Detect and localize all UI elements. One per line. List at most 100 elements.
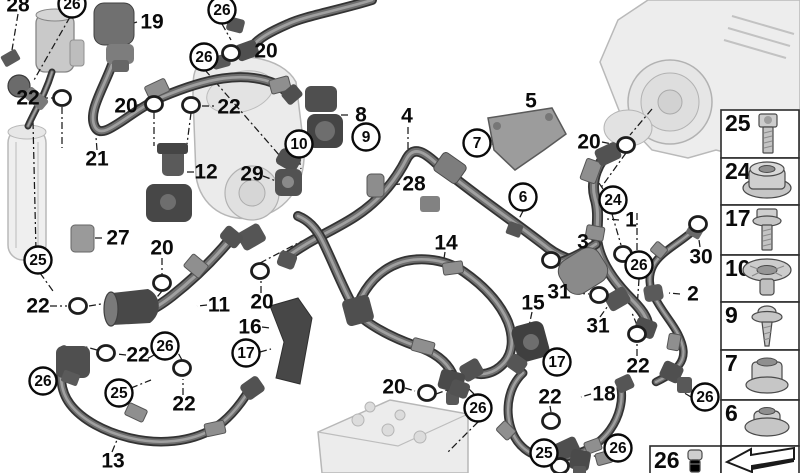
callout-circle[interactable] [28,366,58,396]
callout-circled-7[interactable]: 7 [462,128,492,158]
callout-circled-26[interactable]: 26 [603,433,633,463]
part [506,353,528,375]
parts-table-box-arrow[interactable] [720,445,800,473]
callout-circle[interactable] [462,128,492,158]
callout-circle[interactable] [104,378,134,408]
callout-circled-25[interactable]: 25 [104,378,134,408]
parts-table-box-17[interactable]: 17 [720,204,800,256]
callout-label-20[interactable]: 20 [577,131,600,154]
callout-label-18[interactable]: 18 [592,383,616,406]
leader-line [196,304,208,307]
callout-label-31[interactable]: 31 [547,281,571,304]
callout-circled-10[interactable]: 10 [284,129,314,159]
callout-label-27[interactable]: 27 [106,227,129,250]
hose-collar [268,75,292,95]
callout-circle[interactable] [351,122,381,152]
callout-circle[interactable] [150,331,180,361]
parts-table-box-9[interactable]: 9 [720,301,800,351]
callout-circled-26[interactable]: 26 [463,393,493,423]
callout-circled-26[interactable]: 26 [207,0,237,25]
callout-circled-9[interactable]: 9 [351,122,381,152]
washer-screw-icon [751,310,783,324]
callout-circled-24[interactable]: 24 [598,185,628,215]
callout-circle[interactable] [542,347,572,377]
callout-circled-25[interactable]: 25 [23,245,53,275]
callout-circled-26[interactable]: 26 [690,382,720,412]
parts-table-box-6[interactable]: 6 [720,399,800,447]
leader-line [95,136,98,151]
callout-circled-17[interactable]: 17 [542,347,572,377]
callout-circle[interactable] [603,433,633,463]
callout-circle[interactable] [529,438,559,468]
callout-circle[interactable] [690,382,720,412]
valve-stem [23,87,49,110]
callout-label-28[interactable]: 28 [6,0,30,17]
callout-label-20[interactable]: 20 [382,376,405,399]
o-ring [96,344,116,362]
callout-label-16[interactable]: 16 [238,316,261,339]
callout-circle[interactable] [463,393,493,423]
callout-label-22[interactable]: 22 [538,386,561,409]
o-ring [52,89,72,107]
callout-label-29[interactable]: 29 [240,163,263,186]
callout-label-11[interactable]: 11 [208,294,231,317]
callout-circle[interactable] [23,245,53,275]
socket-head-bolt-icon [763,145,773,149]
callout-circled-6[interactable]: 6 [508,182,538,212]
callout-circled-17[interactable]: 17 [231,338,261,368]
callout-label-19[interactable]: 19 [140,11,163,34]
callout-label-21[interactable]: 21 [85,148,109,171]
callout-circle[interactable] [598,185,628,215]
ghost-part [657,89,683,115]
callout-label-30[interactable]: 30 [689,246,712,269]
callout-label-22[interactable]: 22 [626,355,649,378]
callout-circled-26[interactable]: 26 [28,366,58,396]
callout-label-4[interactable]: 4 [401,105,413,128]
part [677,377,692,393]
callout-circle[interactable] [284,129,314,159]
parts-table-box-24[interactable]: 24 [720,157,800,206]
callout-circled-26[interactable]: 26 [624,250,654,280]
callout-label-12[interactable]: 12 [194,161,217,184]
callout-label-22[interactable]: 22 [26,295,49,318]
callout-label-1[interactable]: 1 [625,209,637,232]
callout-circle[interactable] [57,0,87,19]
leader-line [629,108,653,136]
parts-table-box-25[interactable]: 25 [720,109,800,159]
callout-circle[interactable] [189,42,219,72]
callout-circle[interactable] [624,250,654,280]
callout-circled-26[interactable]: 26 [57,0,87,19]
callout-label-20[interactable]: 20 [250,291,273,314]
callout-label-22[interactable]: 22 [172,393,195,416]
callout-label-2[interactable]: 2 [687,283,699,306]
callout-label-22[interactable]: 22 [126,344,149,367]
callout-label-20[interactable]: 20 [150,237,173,260]
callout-circled-25[interactable]: 25 [529,438,559,468]
callout-circle[interactable] [508,182,538,212]
table-box-number: 9 [725,302,738,328]
callout-label-22[interactable]: 22 [217,96,240,119]
parts-table-box-26[interactable]: 26 [649,445,722,473]
callout-label-20[interactable]: 20 [254,40,277,63]
callout-label-31[interactable]: 31 [586,315,610,338]
callout-label-20[interactable]: 20 [114,95,137,118]
callout-label-14[interactable]: 14 [434,232,458,255]
part [573,466,586,473]
parts-table-box-7[interactable]: 7 [720,349,800,401]
callout-circle[interactable] [231,338,261,368]
callout-label-15[interactable]: 15 [521,292,545,315]
callout-circled-26[interactable]: 26 [150,331,180,361]
o-ring [68,297,88,315]
callout-label-3[interactable]: 3 [577,231,589,254]
callout-circle[interactable] [207,0,237,25]
callout-label-8[interactable]: 8 [355,104,367,127]
callout-label-5[interactable]: 5 [525,90,537,113]
part [281,84,303,105]
leader-line [39,272,54,292]
callout-circled-26[interactable]: 26 [189,42,219,72]
callout-label-13[interactable]: 13 [101,450,124,473]
parts-table-box-10[interactable]: 10 [720,254,800,303]
callout-label-28[interactable]: 28 [402,173,426,196]
callout-label-22[interactable]: 22 [16,87,39,110]
